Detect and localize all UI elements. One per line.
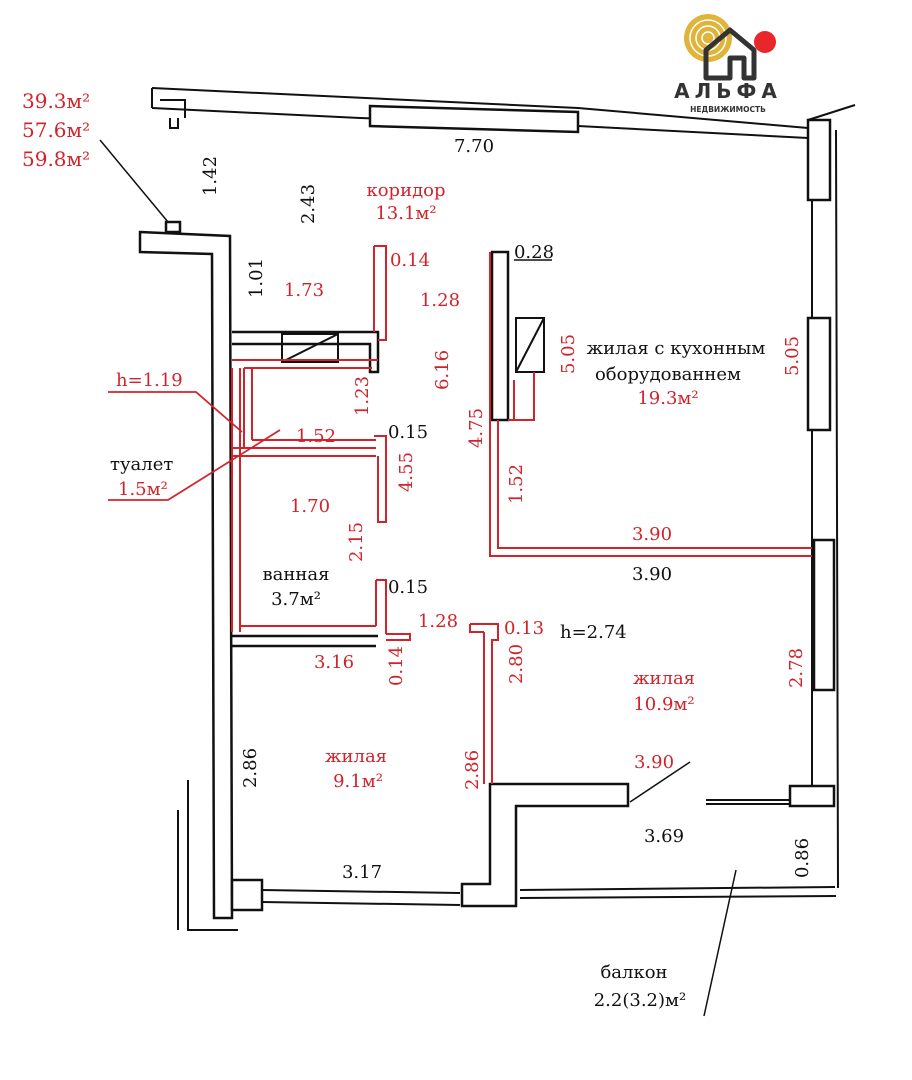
dim-028: 0.28 <box>514 242 554 263</box>
dim-243: 2.43 <box>298 184 319 224</box>
balcony-name: балкон <box>600 962 667 983</box>
dim-015b: 0.15 <box>388 577 428 598</box>
dim-286b: 2.86 <box>462 750 483 790</box>
toilet-name: туалет <box>110 454 173 475</box>
dim-086: 0.86 <box>792 838 813 878</box>
area-total-1: 39.3м² <box>22 89 90 113</box>
area-total-2: 57.6м² <box>22 118 90 142</box>
dim-128a: 1.28 <box>420 290 460 311</box>
kitchen-living-name-2: оборудованнем <box>595 364 741 385</box>
toilet-area: 1.5м² <box>118 479 168 500</box>
dim-616: 6.16 <box>432 350 453 390</box>
height-labels: h=1.19 h=2.74 <box>116 370 627 643</box>
corridor-name: коридор <box>366 180 445 201</box>
toilet-height: h=1.19 <box>116 370 183 391</box>
living-right-name: жилая <box>633 668 695 689</box>
alfa-logo: АЛЬФА НЕДВИЖИМОСТЬ <box>674 14 782 114</box>
living-left-area: 9.1м² <box>333 771 383 792</box>
thin-walls <box>151 87 856 931</box>
top-window <box>368 104 580 134</box>
dim-101: 1.01 <box>246 258 267 298</box>
dim-390b: 3.90 <box>632 564 672 585</box>
area-summary: 39.3м² 57.6м² 59.8м² <box>22 89 90 171</box>
red-partitions <box>231 245 812 784</box>
dim-278: 2.78 <box>786 648 807 688</box>
logo-name: АЛЬФА <box>674 79 782 103</box>
dim-128b: 1.28 <box>418 611 458 632</box>
logo-sun-icon <box>684 14 732 62</box>
logo-red-dot-icon <box>754 31 776 53</box>
dim-369: 3.69 <box>644 826 684 847</box>
dim-013: 0.13 <box>504 618 544 639</box>
dims-horizontal: 7.70 1.73 0.14 1.28 0.28 1.52 0.15 1.70 … <box>284 136 684 883</box>
dim-top: 7.70 <box>454 136 494 157</box>
dim-014a: 0.14 <box>390 250 430 271</box>
red-leaders <box>108 391 281 501</box>
living-left-name: жилая <box>325 746 387 767</box>
dim-123: 1.23 <box>352 376 373 416</box>
dim-316: 3.16 <box>314 652 354 673</box>
dim-286a: 2.86 <box>240 748 261 788</box>
dim-505b: 5.05 <box>782 336 803 376</box>
room-labels: коридор 13.1м² жилая с кухонным оборудов… <box>110 180 765 1011</box>
dims-vertical: 1.42 2.43 1.01 6.16 1.23 5.05 5.05 4.75 … <box>200 156 813 878</box>
dim-505a: 5.05 <box>558 334 579 374</box>
corridor-area: 13.1м² <box>375 203 436 224</box>
dim-170: 1.70 <box>290 496 330 517</box>
ceiling-height: h=2.74 <box>560 622 627 643</box>
dim-280: 2.80 <box>506 644 527 684</box>
dim-390c: 3.90 <box>634 752 674 773</box>
black-leaders <box>99 139 737 1017</box>
living-right-area: 10.9м² <box>633 694 694 715</box>
dim-173: 1.73 <box>284 280 324 301</box>
dim-475: 4.75 <box>466 408 487 448</box>
dim-152a: 1.52 <box>296 426 336 447</box>
bath-area: 3.7м² <box>271 589 321 610</box>
kitchen-living-name-1: жилая с кухонным <box>587 338 766 359</box>
dim-015a: 0.15 <box>388 422 428 443</box>
balcony-area: 2.2(3.2)м² <box>594 990 687 1011</box>
kitchen-living-area: 19.3м² <box>637 388 698 409</box>
dim-014b: 0.14 <box>386 646 407 686</box>
dim-317: 3.17 <box>342 862 382 883</box>
dim-215: 2.15 <box>346 522 367 562</box>
dim-390a: 3.90 <box>632 524 672 545</box>
area-total-3: 59.8м² <box>22 147 90 171</box>
logo-house-icon <box>703 27 757 81</box>
bath-name: ванная <box>263 564 330 585</box>
logo-subtitle: НЕДВИЖИМОСТЬ <box>690 105 766 114</box>
dim-142: 1.42 <box>200 156 221 196</box>
thick-walls <box>138 118 836 920</box>
dim-152b: 1.52 <box>506 464 527 504</box>
vent-shafts <box>281 317 545 373</box>
dim-455: 4.55 <box>396 452 417 492</box>
